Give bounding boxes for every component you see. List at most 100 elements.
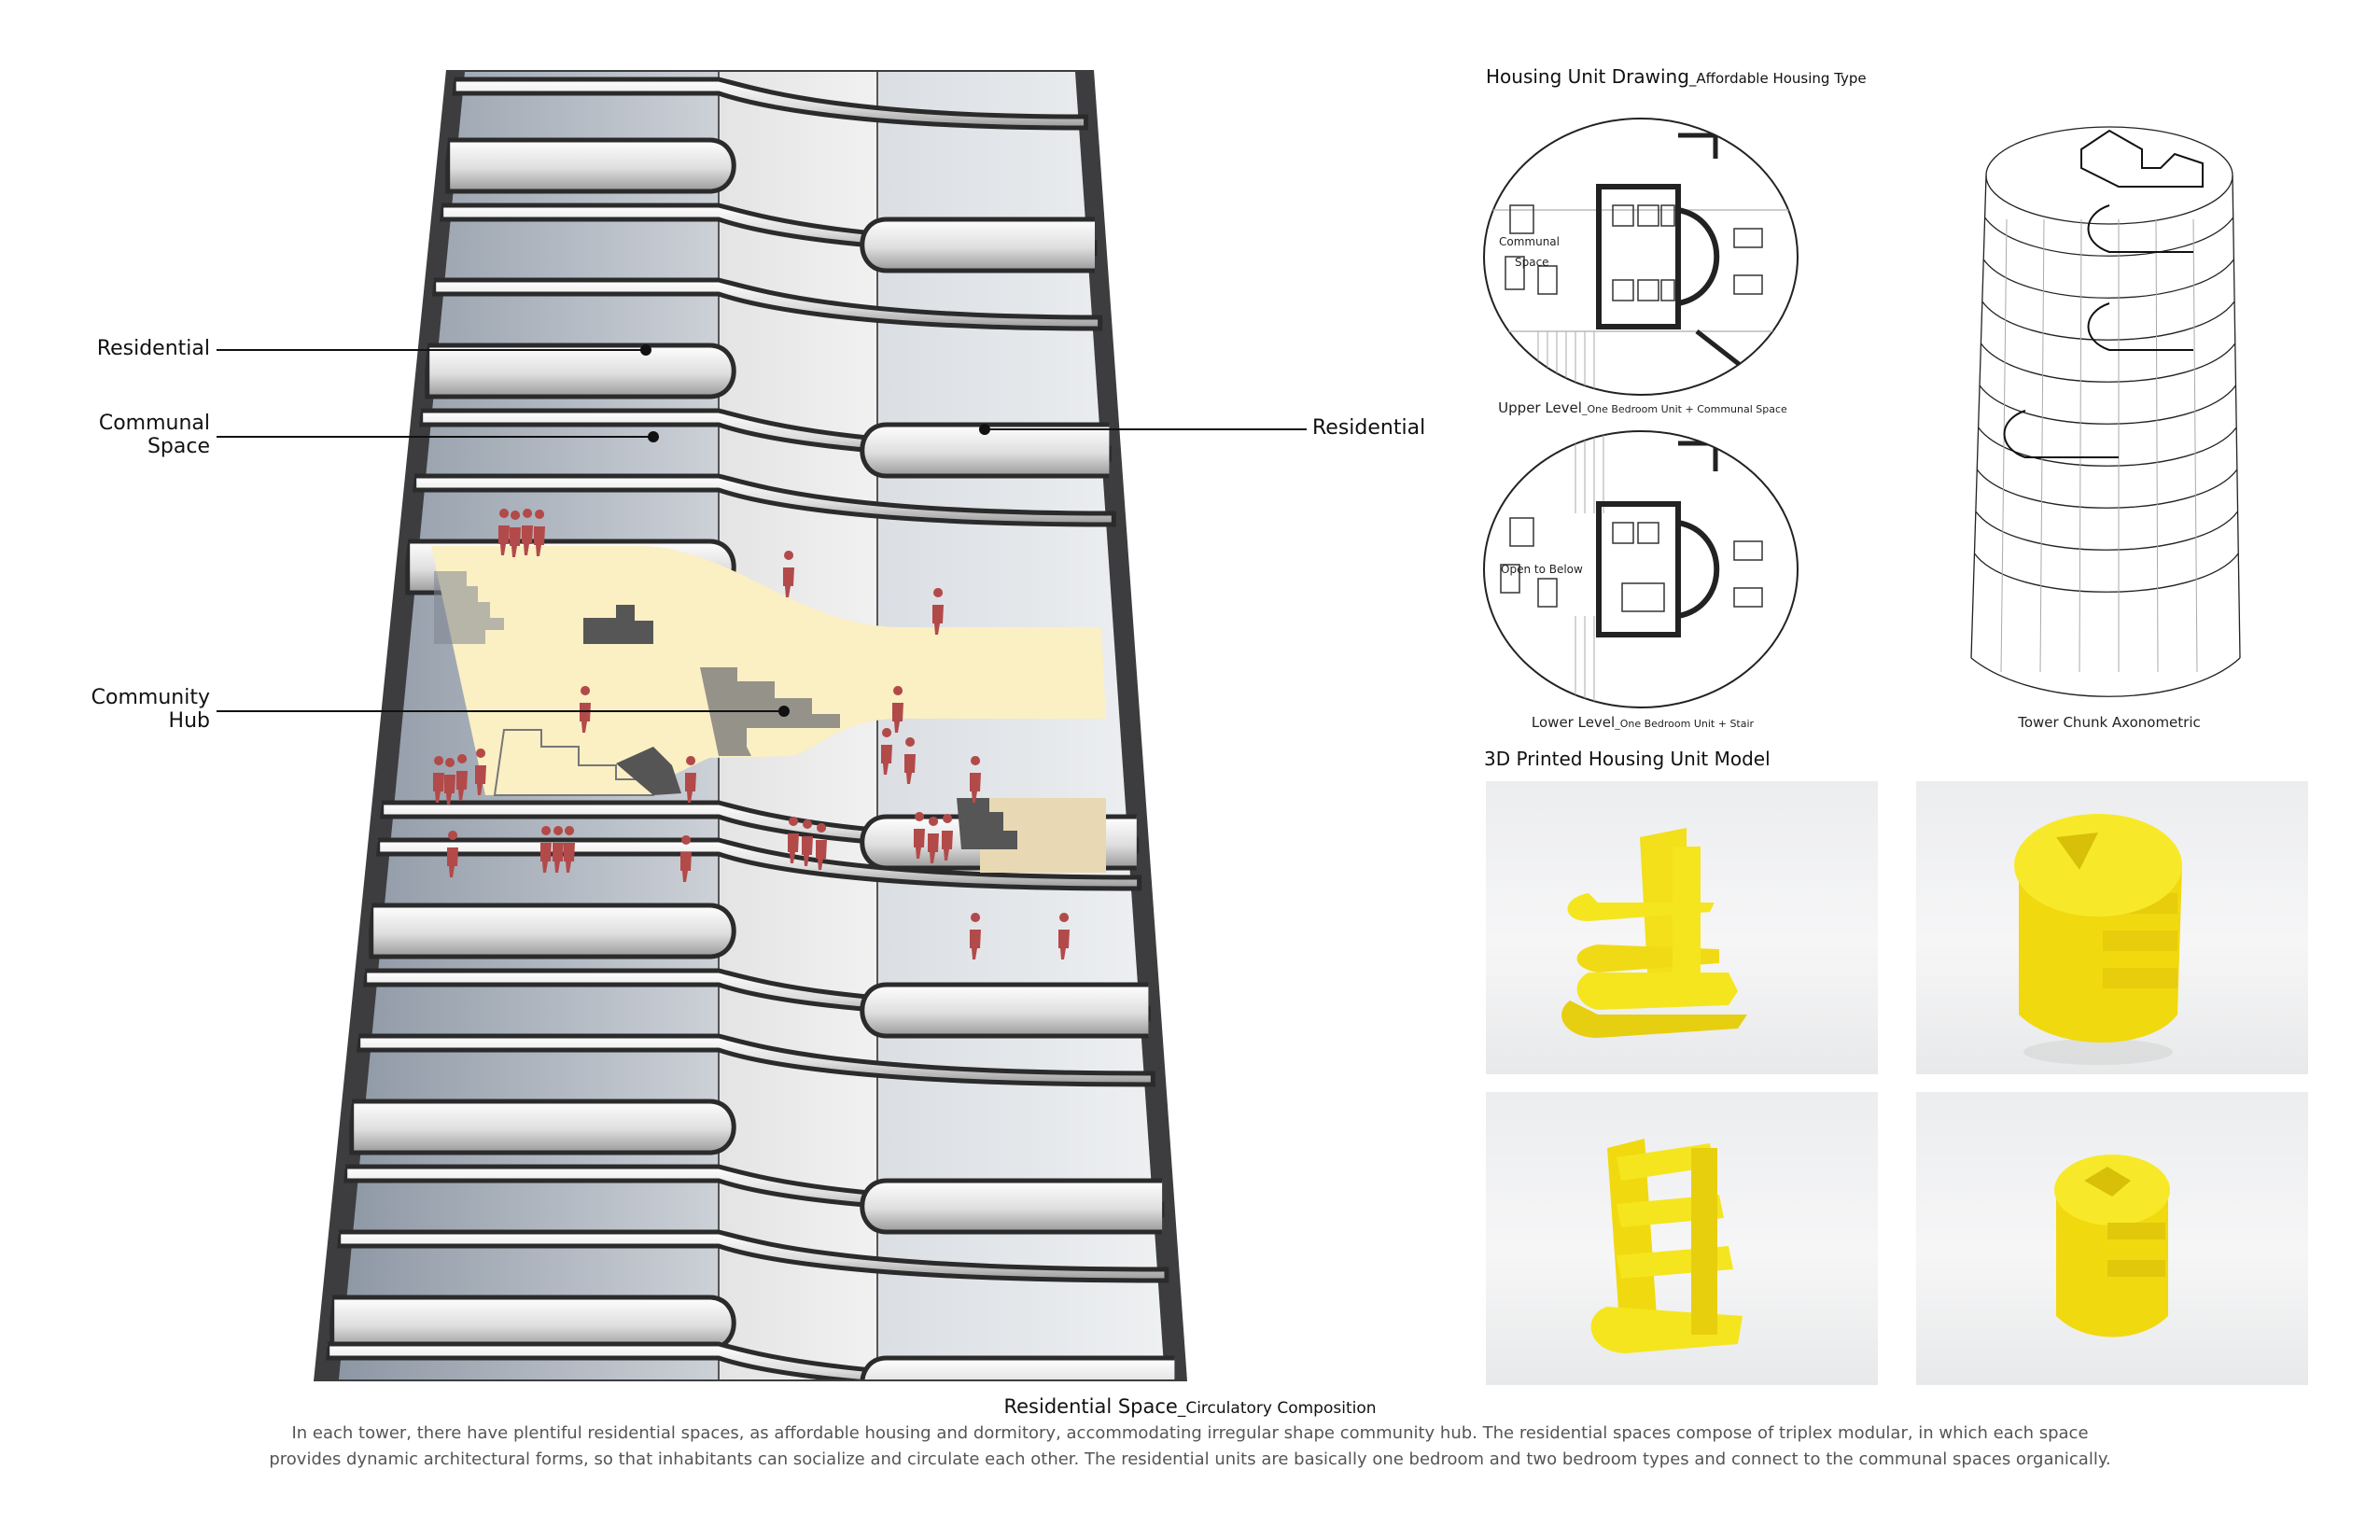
person-figure <box>553 826 564 873</box>
axon-facade-line <box>2192 218 2198 673</box>
person-figure <box>881 728 892 775</box>
residential-right-label: Residential <box>1312 416 1426 440</box>
floor-slab-right <box>860 422 1110 479</box>
floor-slab <box>325 1341 1177 1379</box>
person-figure <box>534 510 545 556</box>
yellow-model-3 <box>1590 1139 1743 1353</box>
person-figure <box>522 509 533 555</box>
person-figure <box>928 817 939 863</box>
person-figure <box>540 826 552 873</box>
tower-axonometric <box>1970 126 2241 697</box>
axon-floor-ring <box>1976 469 2238 509</box>
housing-title-sub: _Affordable Housing Type <box>1688 70 1867 87</box>
person-figure <box>802 819 813 866</box>
model-photo-2 <box>1916 781 2308 1074</box>
floor-slab <box>369 903 736 959</box>
axon-facade-line <box>2155 218 2159 673</box>
person-figure <box>904 737 916 784</box>
person-figure <box>914 812 925 859</box>
label-leaders <box>217 344 1307 717</box>
description-title-main: Residential Space <box>1003 1395 1178 1418</box>
upper-plan-room-label-1: Communal <box>1499 235 1560 248</box>
floor-slab <box>329 1295 736 1351</box>
lower-plan-room-label: Open to Below <box>1501 563 1583 576</box>
model-title: 3D Printed Housing Unit Model <box>1484 748 1771 770</box>
description-title-sub: _Circulatory Composition <box>1177 1399 1377 1418</box>
person-figure <box>932 588 944 635</box>
axon-floor-ring <box>1978 427 2237 467</box>
floor-slab-right <box>860 1178 1163 1235</box>
yellow-model-2 <box>2014 814 2182 1065</box>
person-figure <box>680 835 692 882</box>
lower-caption-sub: _One Bedroom Unit + Stair <box>1615 718 1755 730</box>
person-figure <box>564 826 575 873</box>
axon-facade-line <box>2000 218 2008 673</box>
person-figure <box>942 814 953 861</box>
model-photo-1 <box>1486 781 1878 1074</box>
floor-slab <box>425 343 736 399</box>
axon-floor-ring <box>1979 385 2237 425</box>
housing-drawing-title: Housing Unit Drawing_Affordable Housing … <box>1486 65 1867 88</box>
axon-facade-line <box>2079 218 2082 673</box>
floor-slab-right <box>860 1355 1175 1379</box>
yellow-model-1 <box>1561 828 1747 1038</box>
floor-slab-right <box>860 982 1149 1039</box>
model-title-text: 3D Printed Housing Unit Model <box>1484 748 1771 770</box>
person-figure <box>892 686 903 733</box>
axon-floor-ring <box>1982 259 2234 299</box>
person-figure <box>788 817 799 863</box>
person-figure <box>433 756 444 803</box>
floor-slab <box>412 473 1116 527</box>
axon-floor-ring <box>1984 217 2234 257</box>
people-figures <box>433 509 1070 959</box>
floor-slab <box>445 137 736 194</box>
yellow-model-4 <box>2054 1155 2170 1337</box>
person-figure <box>970 913 981 959</box>
lower-level-plan: Open to Below <box>1483 430 1799 708</box>
person-figure <box>970 756 981 803</box>
model-photo-4 <box>1916 1092 2308 1385</box>
person-figure <box>456 754 468 801</box>
floor-slab <box>451 77 1089 131</box>
communal-label-line1: Communal <box>98 412 210 435</box>
axon-floor-ring <box>1975 511 2239 551</box>
community-hub-label: Community Hub <box>75 686 210 733</box>
floor-slab-right <box>860 217 1096 273</box>
person-figure <box>816 823 827 870</box>
description-title: Residential Space_Circulatory Compositio… <box>0 1395 2380 1418</box>
axon-floor-ring <box>1973 553 2239 593</box>
floor-slab <box>336 1229 1169 1283</box>
axon-floor-ring <box>1980 343 2236 383</box>
upper-caption-sub: _One Bedroom Unit + Communal Space <box>1581 403 1787 415</box>
residential-left-label: Residential <box>96 337 210 360</box>
person-figure <box>447 831 458 877</box>
upper-caption-main: Upper Level <box>1498 399 1582 416</box>
person-figure <box>510 511 521 557</box>
floor-slab <box>356 1033 1155 1087</box>
model-photo-3 <box>1486 1092 1878 1385</box>
upper-plan-room-label-2: Space <box>1515 256 1549 269</box>
person-figure <box>498 509 510 555</box>
community-hub <box>431 546 1106 795</box>
person-figure <box>783 551 794 597</box>
hub-label-line1: Community <box>91 686 210 709</box>
housing-title-main: Housing Unit Drawing <box>1486 65 1689 88</box>
communal-label-line2: Space <box>147 435 210 458</box>
axon-caption: Tower Chunk Axonometric <box>2018 714 2201 731</box>
axon-facade-line <box>2039 218 2045 673</box>
person-figure <box>685 756 696 803</box>
description-body: In each tower, there have plentiful resi… <box>269 1423 2111 1469</box>
person-figure <box>444 758 455 805</box>
upper-level-plan: Communal Space <box>1483 118 1799 396</box>
floor-slab <box>349 1099 736 1155</box>
person-figure <box>1058 913 1070 959</box>
axon-floor-ring <box>1981 301 2235 341</box>
lower-plan-caption: Lower Level_One Bedroom Unit + Stair <box>1484 714 1801 731</box>
hub-label-line2: Hub <box>168 709 210 733</box>
floor-slabs <box>325 77 1177 1379</box>
floor-slab <box>431 277 1103 331</box>
lower-caption-main: Lower Level <box>1531 714 1616 731</box>
person-figure <box>580 686 591 733</box>
person-figure <box>475 749 486 795</box>
